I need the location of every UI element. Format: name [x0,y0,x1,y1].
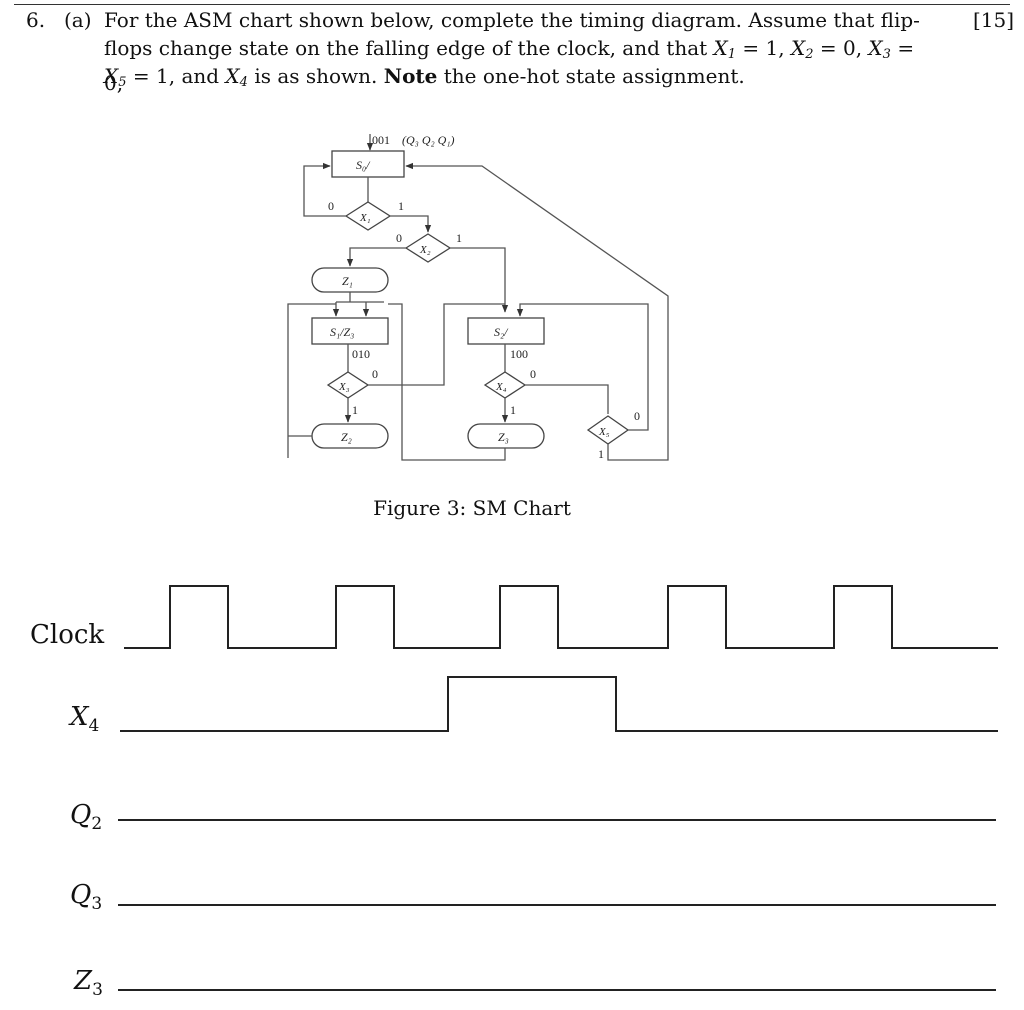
x4-label: X₄ [495,381,507,393]
x2-zero: 0 [396,231,402,245]
init-code: 001 [372,133,390,147]
marks-label: [15] [972,8,1014,32]
s0-label: S₀/ [356,158,371,172]
s2-code: 100 [510,347,528,361]
note-bold: Note [383,64,438,88]
signal-label-q3: Q3 [70,880,103,914]
s2-label: S₂/ [494,325,509,339]
x5-zero: 0 [634,409,640,423]
s1-label: S₁/Z₃ [330,325,354,339]
figure-caption: Figure 3: SM Chart [373,496,571,520]
x3-one: 1 [352,403,358,417]
x3-zero: 0 [372,367,378,381]
question-part: (a) [64,8,92,32]
signal-label-z3: Z3 [74,966,103,1000]
question-number: 6. [26,8,46,32]
z1-label: Z₁ [342,274,353,288]
x4-waveform [120,676,998,732]
x1-label: X₁ [359,212,371,224]
z3-output [467,423,545,449]
z2-label: Z₂ [341,430,352,444]
x2-one: 1 [456,231,462,245]
x4-one: 1 [510,403,516,417]
x5-one: 1 [598,447,604,461]
s1-code: 010 [352,347,370,361]
question-line-1: For the ASM chart shown below, complete … [104,8,920,32]
sm-chart: 001 (Q₃ Q₂ Q₁) S₀/ X₁ 0 1 X₂ 0 1 Z₁ S₁/Z… [287,133,669,461]
top-rule [14,4,1010,5]
z3-label: Z₃ [498,430,509,444]
x4-zero: 0 [530,367,536,381]
s2-state-box [467,317,545,345]
x1-zero: 0 [328,199,334,213]
state-vars: (Q₃ Q₂ Q₁) [402,133,455,147]
x3-label: X₃ [338,381,350,393]
x5-label: X₅ [598,426,610,438]
question-line-3: X5 = 1, and X4 is as shown. Note the one… [104,64,745,90]
s1-state-box [311,317,389,345]
signal-label-clock: Clock [30,620,105,650]
signal-label-x4: X4 [70,702,100,736]
x1-one: 1 [398,199,404,213]
x2-label: X₂ [419,244,431,256]
clock-waveform [124,585,998,649]
timing-diagram [118,585,998,991]
signal-label-q2: Q2 [70,800,103,834]
question-line-2: flops change state on the falling edge o… [104,36,915,95]
